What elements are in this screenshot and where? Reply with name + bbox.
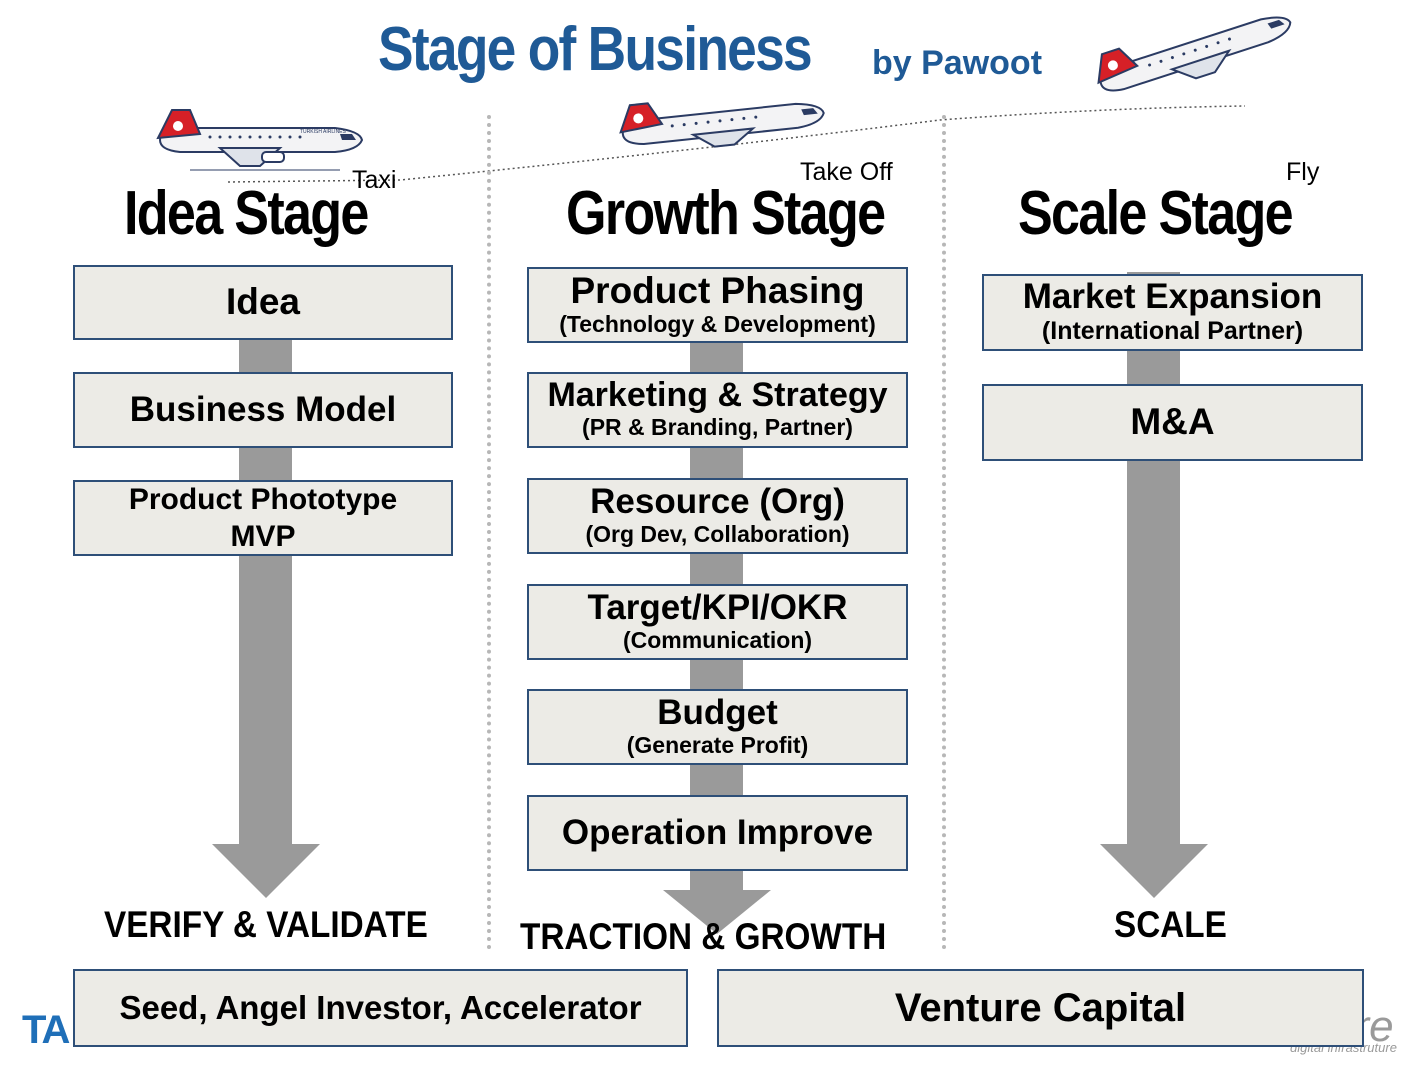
step-subtitle: (PR & Branding, Partner) <box>582 414 853 441</box>
step-box-target-kpi-okr: Target/KPI/OKR (Communication) <box>527 584 908 660</box>
step-box-resource-org: Resource (Org) (Org Dev, Collaboration) <box>527 478 908 554</box>
funding-box-venture-capital: Venture Capital <box>717 969 1364 1047</box>
step-title: Business Model <box>129 389 397 429</box>
progress-arrow-shaft <box>1127 272 1180 847</box>
step-box-budget: Budget (Generate Profit) <box>527 689 908 765</box>
step-title: Idea <box>225 281 301 323</box>
outcome-traction-growth: TRACTION & GROWTH <box>520 916 887 957</box>
airplane-icon: TURKISH AIRLINES <box>156 109 364 171</box>
step-title: Target/KPI/OKR <box>587 587 848 627</box>
step-title: Marketing & Strategy <box>547 376 888 415</box>
arrow-head <box>212 844 320 898</box>
stage-title-scale: Scale Stage <box>1018 179 1294 248</box>
outcome-scale: SCALE <box>1114 904 1227 945</box>
phase-label-taxi: Taxi <box>352 166 397 194</box>
step-subtitle: (Org Dev, Collaboration) <box>585 520 850 547</box>
step-title: Operation Improve <box>561 812 874 852</box>
step-title: Product Phasing <box>570 269 865 311</box>
step-subtitle: (Technology & Development) <box>559 310 876 337</box>
step-subtitle: (International Partner) <box>1041 316 1304 345</box>
column-divider <box>942 115 946 950</box>
step-box-idea: Idea <box>73 265 453 340</box>
page-title: Stage of Business <box>378 15 813 84</box>
step-title: Resource (Org) <box>590 481 845 521</box>
step-box-business-model: Business Model <box>73 372 453 448</box>
airline-text: TURKISH AIRLINES <box>300 129 347 135</box>
step-box-market-expansion: Market Expansion (International Partner) <box>982 274 1363 351</box>
step-box-marketing-strategy: Marketing & Strategy (PR & Branding, Par… <box>527 372 908 448</box>
step-box-product-phasing: Product Phasing (Technology & Developmen… <box>527 267 908 343</box>
arrow-head <box>1100 844 1208 898</box>
step-box-operation-improve: Operation Improve <box>527 795 908 871</box>
step-box-product-prototype: Product Phototype MVP <box>73 480 453 556</box>
step-title-line2: MVP <box>230 520 296 553</box>
step-title: Market Expansion <box>1022 277 1323 317</box>
column-divider <box>487 115 491 950</box>
step-title: Budget <box>657 692 778 732</box>
step-title: Product Phototype <box>128 482 398 516</box>
funding-label: Seed, Angel Investor, Accelerator <box>119 988 642 1026</box>
airplane-icon <box>619 102 825 148</box>
stage-title-growth: Growth Stage <box>566 179 886 248</box>
partner-logo-left: TA <box>22 1008 70 1052</box>
page-subtitle: by Pawoot <box>872 44 1043 82</box>
funding-box-seed: Seed, Angel Investor, Accelerator <box>73 969 688 1047</box>
phase-label-fly: Fly <box>1286 158 1320 186</box>
phase-label-takeoff: Take Off <box>800 158 893 186</box>
stage-title-idea: Idea Stage <box>124 179 369 248</box>
step-subtitle: (Communication) <box>622 626 813 653</box>
outcome-verify-validate: VERIFY & VALIDATE <box>104 904 428 945</box>
step-box-m-and-a: M&A <box>982 384 1363 461</box>
step-subtitle: (Generate Profit) <box>626 731 809 758</box>
arrow-head <box>663 890 771 934</box>
airplane-icon <box>1097 16 1292 92</box>
step-title: M&A <box>1130 401 1215 443</box>
funding-label: Venture Capital <box>894 986 1187 1030</box>
